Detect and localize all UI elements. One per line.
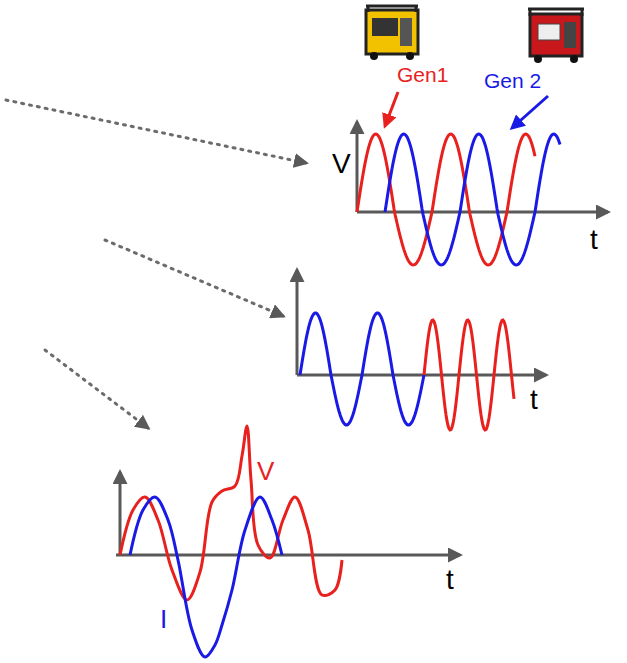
signal-label: V (257, 458, 274, 484)
generator-label: Gen1 (397, 64, 448, 85)
generator-icon (366, 6, 418, 60)
pointer-arrow (6, 100, 306, 163)
y-axis (296, 270, 299, 375)
pointer-arrow (45, 350, 148, 428)
waveform (357, 134, 535, 265)
generator-label: Gen 2 (484, 70, 541, 91)
waveform (424, 320, 514, 430)
callout-arrow (385, 92, 398, 126)
generator-icon (528, 9, 584, 63)
signal-label: I (160, 606, 167, 632)
axis-label: t (590, 226, 598, 254)
waveform (120, 426, 342, 600)
waveform (130, 497, 282, 657)
pointer-arrow (105, 240, 283, 316)
waveform (385, 134, 560, 265)
axis-label: t (530, 386, 538, 414)
axis-label: V (332, 150, 351, 178)
axis-label: t (446, 566, 454, 594)
x-axis (297, 374, 546, 377)
y-axis (119, 472, 122, 555)
callout-arrow (512, 96, 548, 128)
waveform (300, 313, 424, 425)
